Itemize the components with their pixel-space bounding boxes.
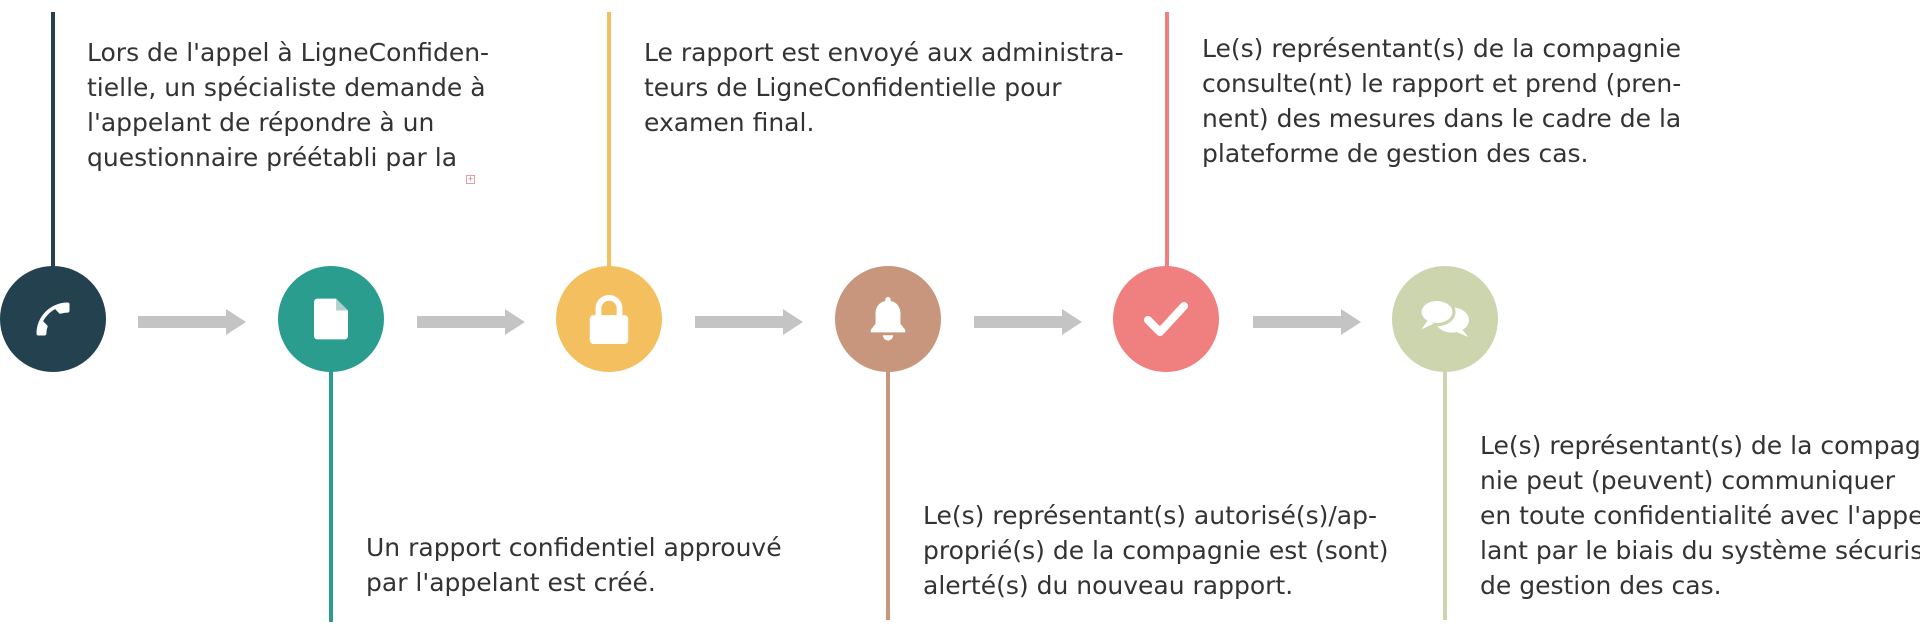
step-3-line: teurs de LigneConfidentielle pour bbox=[644, 73, 1062, 102]
step-5-connector bbox=[1165, 12, 1169, 268]
document-icon bbox=[314, 298, 348, 340]
step-6-line: de gestion des cas. bbox=[1480, 571, 1722, 600]
step-6-line: nie peut (peuvent) communiquer bbox=[1480, 466, 1896, 495]
expand-marker-icon[interactable]: + bbox=[466, 175, 475, 184]
phone-icon bbox=[36, 302, 70, 336]
step-1-connector bbox=[51, 12, 55, 268]
step-5-line: plateforme de gestion des cas. bbox=[1202, 139, 1589, 168]
step-6-text: Le(s) représentant(s) de la compag- nie … bbox=[1480, 428, 1920, 603]
step-6-line: lant par le biais du système sécurisé bbox=[1480, 536, 1920, 565]
step-4-line: Le(s) représentant(s) autorisé(s)/ap- bbox=[923, 501, 1377, 530]
step-3-line: Le rapport est envoyé aux administra- bbox=[644, 38, 1124, 67]
flow-arrow bbox=[138, 309, 246, 335]
flow-arrow bbox=[695, 309, 803, 335]
flow-arrow bbox=[974, 309, 1082, 335]
step-3-connector bbox=[607, 12, 611, 268]
bell-icon bbox=[870, 296, 906, 341]
step-4-connector bbox=[886, 370, 890, 620]
step-5-line: consulte(nt) le rapport et prend (pren- bbox=[1202, 69, 1682, 98]
step-3-node bbox=[556, 266, 662, 372]
step-5-line: Le(s) représentant(s) de la compagnie bbox=[1202, 34, 1681, 63]
step-1-node bbox=[0, 266, 106, 372]
step-6-node bbox=[1392, 266, 1498, 372]
step-5-node bbox=[1113, 266, 1219, 372]
step-1-text: Lors de l'appel à LigneConfiden- tielle,… bbox=[87, 35, 527, 175]
step-2-line: Un rapport confidentiel approuvé bbox=[366, 533, 782, 562]
step-5-line: nent) des mesures dans le cadre de la bbox=[1202, 104, 1682, 133]
step-2-connector bbox=[329, 370, 333, 622]
step-3-line: examen final. bbox=[644, 108, 815, 137]
step-1-line: l'appelant de répondre à un bbox=[87, 108, 435, 137]
step-4-node bbox=[835, 266, 941, 372]
step-2-node bbox=[278, 266, 384, 372]
step-2-line: par l'appelant est créé. bbox=[366, 568, 656, 597]
step-4-line: proprié(s) de la compagnie est (sont) bbox=[923, 536, 1389, 565]
chat-bubbles-icon bbox=[1419, 297, 1469, 337]
flow-arrow bbox=[417, 309, 525, 335]
step-6-line: en toute confidentialité avec l'appe- bbox=[1480, 501, 1920, 530]
step-4-line: alerté(s) du nouveau rapport. bbox=[923, 571, 1294, 600]
step-6-line: Le(s) représentant(s) de la compag- bbox=[1480, 431, 1920, 460]
step-1-line: questionnaire préétabli par la bbox=[87, 143, 458, 172]
step-1-line: tielle, un spécialiste demande à bbox=[87, 73, 486, 102]
step-4-text: Le(s) représentant(s) autorisé(s)/ap- pr… bbox=[923, 498, 1389, 603]
step-6-connector bbox=[1443, 370, 1447, 620]
step-5-text: Le(s) représentant(s) de la compagnie co… bbox=[1202, 31, 1682, 171]
step-2-text: Un rapport confidentiel approuvé par l'a… bbox=[366, 530, 806, 600]
step-3-text: Le rapport est envoyé aux administra- te… bbox=[644, 35, 1124, 140]
lock-icon bbox=[589, 295, 629, 344]
checkmark-icon bbox=[1144, 302, 1188, 336]
step-1-line: Lors de l'appel à LigneConfiden- bbox=[87, 38, 490, 67]
flow-arrow bbox=[1253, 309, 1361, 335]
